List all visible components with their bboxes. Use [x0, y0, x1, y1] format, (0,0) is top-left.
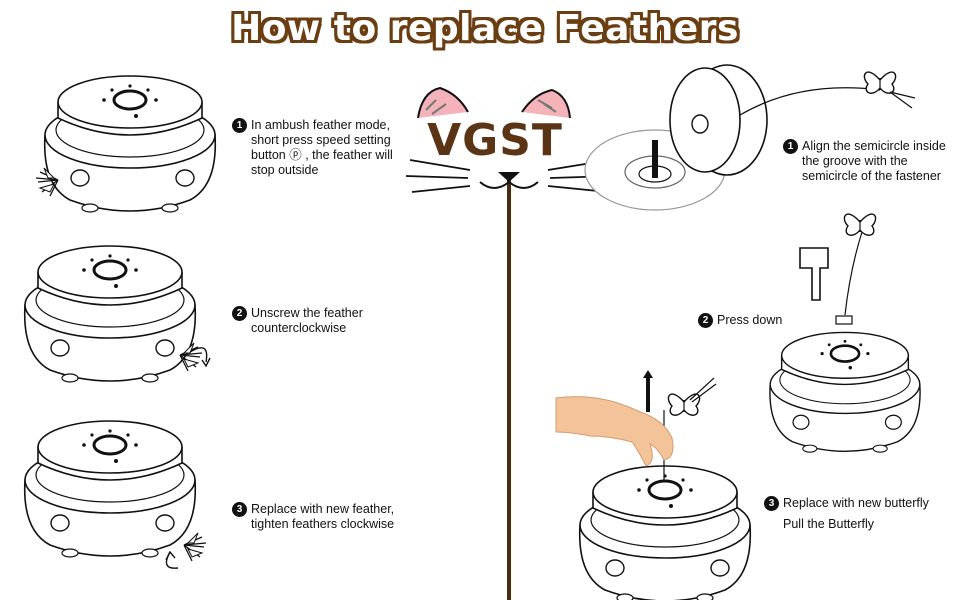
toy-right-step-3: [578, 464, 752, 600]
hand-illustration: [555, 396, 674, 467]
toy-step-3: [23, 419, 197, 559]
toy-step-2: [23, 244, 197, 384]
step-number: 3: [764, 496, 779, 512]
toy-right-step-2: [768, 331, 922, 454]
page-title: How to replace Feathers: [231, 8, 739, 49]
rotate-arrow-icon: [189, 347, 208, 363]
step-number: 2: [232, 306, 247, 322]
butterfly-icon: [843, 213, 877, 236]
step-number: 2: [698, 313, 713, 329]
butterfly-icon: [667, 393, 701, 416]
feather-icon: [183, 532, 207, 562]
step-number: 1: [232, 118, 247, 134]
toy-step-1: [43, 74, 217, 214]
pointing-hand-icon: [799, 247, 829, 301]
step-number: 3: [232, 502, 247, 518]
butterfly-icon: [863, 71, 897, 94]
up-arrow-icon: [643, 370, 653, 412]
brand-logo-text: VGST: [427, 115, 563, 166]
step-number: 1: [783, 139, 798, 155]
fastener-diagram: [584, 64, 881, 211]
